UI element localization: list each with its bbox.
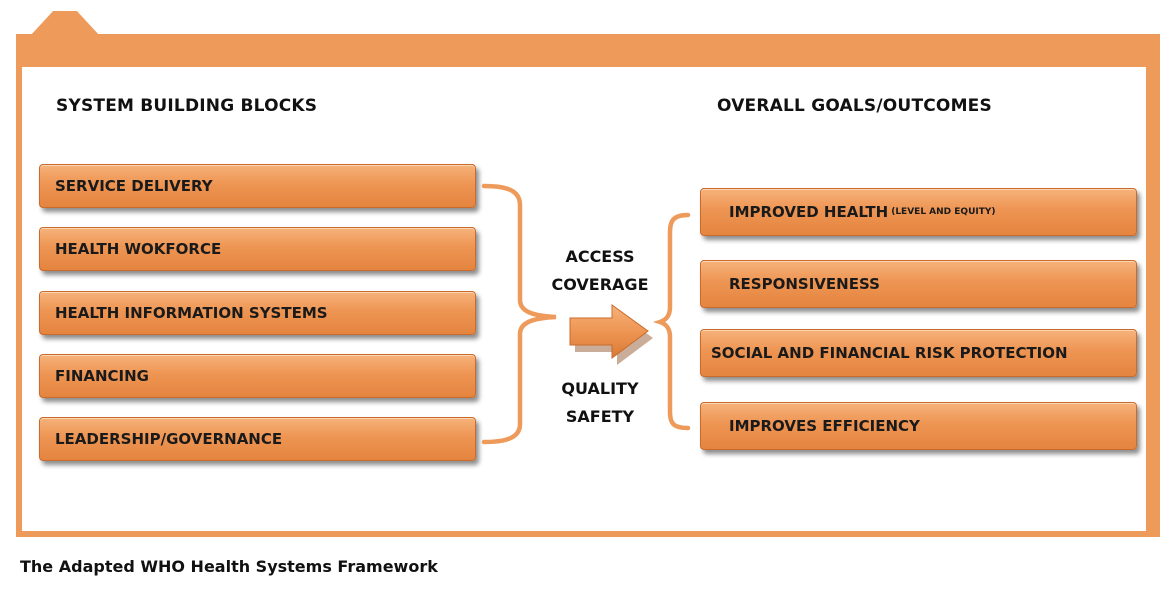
outcome-responsiveness: RESPONSIVENESS <box>700 260 1137 308</box>
block-label: SERVICE DELIVERY <box>55 177 213 195</box>
outcome-sublabel: (LEVEL AND EQUITY) <box>891 207 996 217</box>
block-financing: FINANCING <box>39 354 476 398</box>
goals-heading: OVERALL GOALS/OUTCOMES <box>717 96 992 116</box>
coverage-label: COVERAGE <box>551 275 649 294</box>
block-health-workforce: HEALTH WOKFORCE <box>39 227 476 271</box>
outcome-label: IMPROVED HEALTH <box>729 203 889 221</box>
quality-safety-text: QUALITY SAFETY <box>530 375 670 431</box>
right-brace <box>652 212 691 431</box>
access-coverage-text: ACCESS COVERAGE <box>530 243 670 299</box>
flow-arrow-icon <box>569 304 653 365</box>
block-label: HEALTH INFORMATION SYSTEMS <box>55 304 328 322</box>
block-label: LEADERSHIP/GOVERNANCE <box>55 430 283 448</box>
outcome-label: IMPROVES EFFICIENCY <box>729 417 920 435</box>
block-label: FINANCING <box>55 367 149 385</box>
outcome-label: RESPONSIVENESS <box>729 275 880 293</box>
building-blocks-heading: SYSTEM BUILDING BLOCKS <box>56 96 318 116</box>
block-service-delivery: SERVICE DELIVERY <box>39 164 476 208</box>
block-leadership-governance: LEADERSHIP/GOVERNANCE <box>39 417 476 461</box>
outcome-risk-protection: SOCIAL AND FINANCIAL RISK PROTECTION <box>700 329 1137 377</box>
block-health-information-systems: HEALTH INFORMATION SYSTEMS <box>39 291 476 335</box>
outcome-improved-health: IMPROVED HEALTH (LEVEL AND EQUITY) <box>700 188 1137 236</box>
outcome-efficiency: IMPROVES EFFICIENCY <box>700 402 1137 450</box>
outcome-label: SOCIAL AND FINANCIAL RISK PROTECTION <box>711 344 1068 362</box>
quality-label: QUALITY <box>561 379 639 398</box>
access-label: ACCESS <box>565 247 635 266</box>
left-brace <box>481 183 557 445</box>
safety-label: SAFETY <box>565 407 635 426</box>
figure-caption: The Adapted WHO Health Systems Framework <box>20 557 438 576</box>
block-label: HEALTH WOKFORCE <box>55 240 222 258</box>
